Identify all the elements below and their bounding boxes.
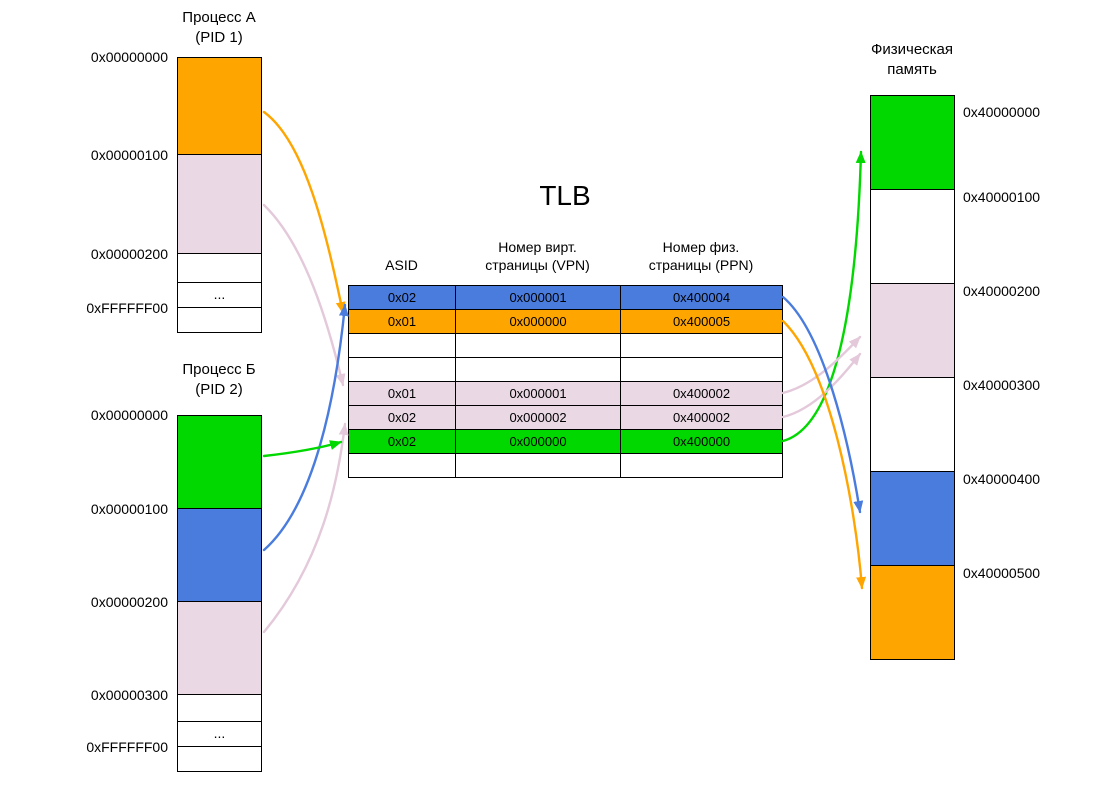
memory-block bbox=[870, 565, 955, 660]
arrow-tlb-to-physical-pink-2 bbox=[781, 352, 862, 419]
address-label: 0x00000200 bbox=[90, 246, 168, 262]
arrow-tlb-to-physical-green bbox=[781, 150, 866, 443]
tlb-header-vpn: Номер вирт. страницы (VPN) bbox=[485, 239, 590, 273]
tlb-cell-vpn: 0x000000 bbox=[455, 309, 621, 334]
process-a-column: ... bbox=[177, 57, 262, 333]
address-label: 0x00000100 bbox=[90, 501, 168, 517]
memory-block bbox=[177, 307, 262, 333]
address-label: 0xFFFFFF00 bbox=[86, 739, 168, 755]
memory-block bbox=[177, 508, 262, 602]
memory-block bbox=[177, 415, 262, 509]
arrow-tlb-to-physical-blue bbox=[781, 295, 864, 514]
tlb-cell-vpn bbox=[455, 357, 621, 382]
tlb-cell-ppn: 0x400002 bbox=[620, 381, 783, 406]
tlb-cell-asid bbox=[348, 453, 456, 478]
memory-block bbox=[870, 95, 955, 190]
address-label: 0x40000200 bbox=[963, 283, 1041, 299]
memory-block-ellipsis: ... bbox=[177, 721, 262, 747]
tlb-row bbox=[348, 453, 783, 478]
arrow-tlb-to-physical-orange bbox=[781, 319, 867, 590]
tlb-cell-ppn: 0x400004 bbox=[620, 285, 783, 310]
arrow-process-b-green-page-to-tlb bbox=[262, 440, 343, 458]
address-label: 0x40000000 bbox=[963, 104, 1041, 120]
arrow-process-a-orange-page-to-tlb bbox=[262, 110, 346, 315]
address-label: 0x40000500 bbox=[963, 565, 1041, 581]
tlb-cell-asid: 0x02 bbox=[348, 405, 456, 430]
tlb-cell-asid: 0x02 bbox=[348, 285, 456, 310]
process-b-title: Процесс Б (PID 2) bbox=[182, 361, 256, 398]
tlb-cell-vpn: 0x000001 bbox=[455, 381, 621, 406]
tlb-cell-vpn: 0x000000 bbox=[455, 429, 621, 454]
arrow-process-b-blue-page-to-tlb bbox=[262, 303, 349, 552]
address-label: 0x40000100 bbox=[963, 189, 1041, 205]
memory-block bbox=[177, 694, 262, 722]
tlb-header-asid: ASID bbox=[385, 257, 418, 273]
physical-memory-title: Физическая память bbox=[870, 41, 954, 78]
memory-block bbox=[177, 746, 262, 772]
tlb-cell-asid bbox=[348, 357, 456, 382]
tlb-row bbox=[348, 357, 783, 382]
address-label: 0x00000100 bbox=[90, 147, 168, 163]
address-label: 0x40000400 bbox=[963, 471, 1041, 487]
arrow-tlb-to-physical-pink-1 bbox=[781, 335, 862, 395]
memory-block bbox=[870, 189, 955, 284]
tlb-cell-asid: 0x01 bbox=[348, 309, 456, 334]
tlb-cell-ppn: 0x400000 bbox=[620, 429, 783, 454]
tlb-cell-ppn bbox=[620, 357, 783, 382]
address-label: 0x00000300 bbox=[90, 687, 168, 703]
tlb-cell-asid: 0x01 bbox=[348, 381, 456, 406]
tlb-cell-vpn bbox=[455, 453, 621, 478]
address-label: 0xFFFFFF00 bbox=[86, 300, 168, 316]
tlb-cell-vpn bbox=[455, 333, 621, 358]
memory-block-ellipsis: ... bbox=[177, 282, 262, 308]
tlb-cell-vpn: 0x000002 bbox=[455, 405, 621, 430]
tlb-row: 0x01 0x000001 0x400002 bbox=[348, 381, 783, 406]
tlb-cell-asid bbox=[348, 333, 456, 358]
arrow-process-b-pink-page-to-tlb bbox=[262, 422, 349, 634]
memory-block bbox=[177, 154, 262, 254]
tlb-row bbox=[348, 333, 783, 358]
address-label: 0x00000000 bbox=[90, 49, 168, 65]
address-label: 0x00000000 bbox=[90, 407, 168, 423]
tlb-table: 0x02 0x000001 0x400004 0x01 0x000000 0x4… bbox=[348, 285, 783, 478]
tlb-cell-ppn: 0x400002 bbox=[620, 405, 783, 430]
tlb-row: 0x02 0x000002 0x400002 bbox=[348, 405, 783, 430]
address-label: 0x00000200 bbox=[90, 594, 168, 610]
memory-block bbox=[177, 601, 262, 695]
tlb-cell-vpn: 0x000001 bbox=[455, 285, 621, 310]
tlb-row: 0x01 0x000000 0x400005 bbox=[348, 309, 783, 334]
address-label: 0x40000300 bbox=[963, 377, 1041, 393]
tlb-cell-ppn: 0x400005 bbox=[620, 309, 783, 334]
process-a-title: Процесс А (PID 1) bbox=[182, 9, 256, 46]
tlb-row: 0x02 0x000000 0x400000 bbox=[348, 429, 783, 454]
physical-memory-column bbox=[870, 95, 955, 660]
tlb-row: 0x02 0x000001 0x400004 bbox=[348, 285, 783, 310]
memory-block bbox=[177, 57, 262, 155]
memory-block bbox=[177, 253, 262, 283]
tlb-title: TLB bbox=[539, 180, 591, 211]
arrow-process-a-pink-page-to-tlb bbox=[262, 203, 346, 387]
tlb-cell-ppn bbox=[620, 453, 783, 478]
tlb-cell-asid: 0x02 bbox=[348, 429, 456, 454]
memory-block bbox=[870, 471, 955, 566]
tlb-header-ppn: Номер физ. страницы (PPN) bbox=[648, 239, 754, 273]
process-b-column: ... bbox=[177, 415, 262, 772]
memory-block bbox=[870, 377, 955, 472]
memory-block bbox=[870, 283, 955, 378]
tlb-cell-ppn bbox=[620, 333, 783, 358]
